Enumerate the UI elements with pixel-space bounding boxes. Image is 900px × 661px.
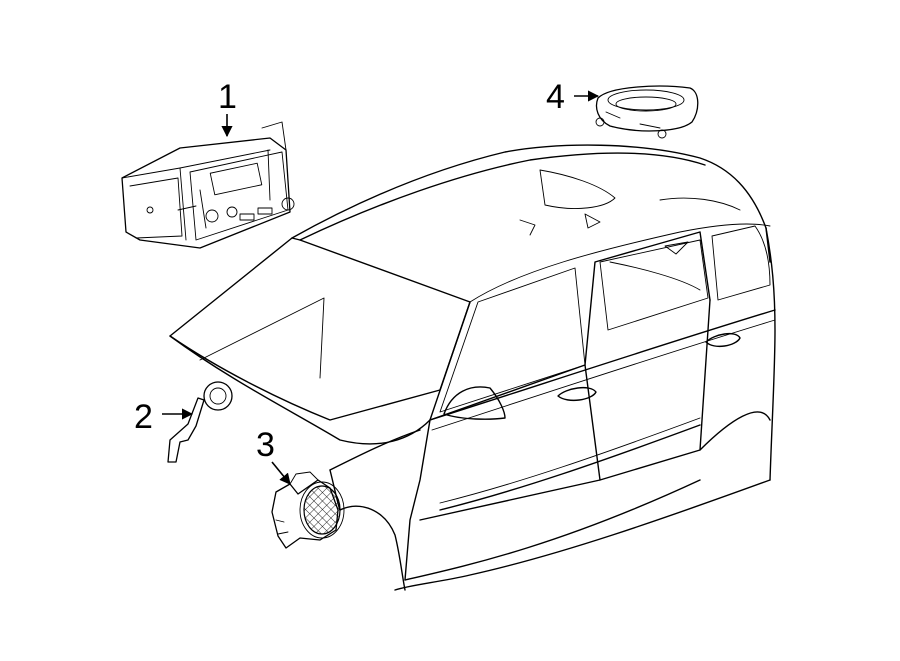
- radio-unit: [121, 121, 295, 249]
- tweeter-speaker: [167, 381, 233, 463]
- callout-2: 2: [134, 398, 194, 436]
- svg-text:4: 4: [546, 78, 565, 116]
- front-door-speaker: [271, 471, 345, 549]
- svg-text:3: 3: [256, 426, 275, 464]
- rear-speaker-bracket: [595, 85, 699, 139]
- callout-1: 1: [218, 78, 237, 138]
- callout-4: 4: [546, 78, 600, 116]
- svg-text:2: 2: [134, 398, 153, 436]
- vehicle-body: [169, 144, 776, 591]
- callout-3: 3: [256, 426, 291, 485]
- svg-text:1: 1: [218, 78, 237, 116]
